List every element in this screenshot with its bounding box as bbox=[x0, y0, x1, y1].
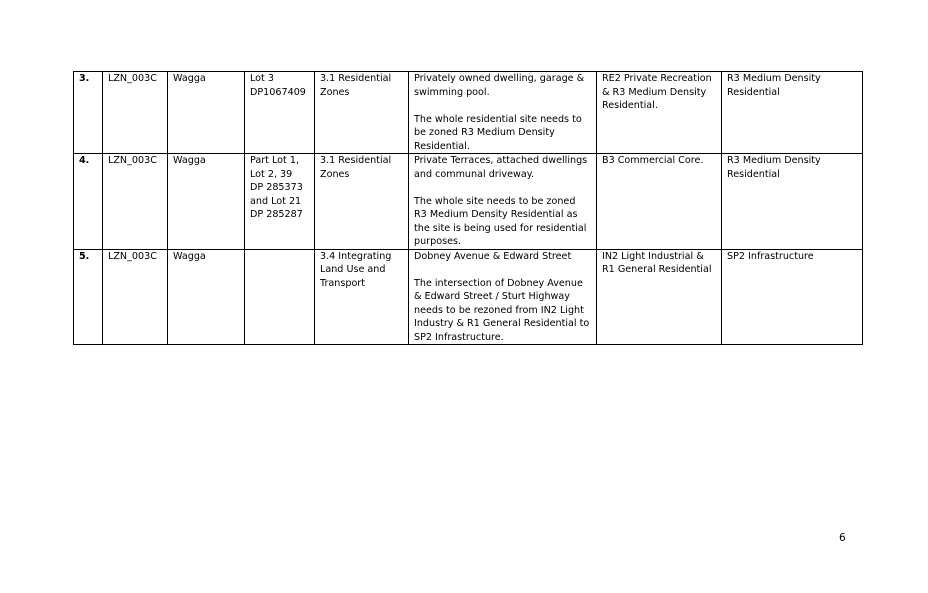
current-zone-cell: IN2 Light Industrial & R1 General Reside… bbox=[596, 248, 722, 345]
current-zone-cell: RE2 Private Recreation & R3 Medium Densi… bbox=[596, 71, 722, 154]
lot-line: Lot 2, 39 bbox=[250, 168, 293, 180]
proposed-zone-cell: SP2 Infrastructure bbox=[721, 248, 863, 345]
description-cell: Private Terraces, attached dwellings and… bbox=[408, 153, 597, 250]
lot-line: Part Lot 1, bbox=[250, 155, 299, 166]
description-paragraph: Privately owned dwelling, garage & swimm… bbox=[414, 73, 585, 98]
description-paragraph: The intersection of Dobney Avenue & Edwa… bbox=[414, 277, 590, 343]
description-paragraph: The whole site needs to be zoned R3 Medi… bbox=[414, 195, 587, 248]
reference-cell: LZN_003C bbox=[102, 153, 168, 250]
lot-line: DP 285287 bbox=[250, 209, 303, 220]
row-number: 3. bbox=[73, 71, 103, 154]
category-cell: 3.1 Residential Zones bbox=[314, 153, 409, 250]
lot-line: DP1067409 bbox=[250, 86, 306, 98]
description-paragraph: Private Terraces, attached dwellings and… bbox=[414, 155, 588, 180]
page-number: 6 bbox=[839, 532, 846, 544]
table-row: 3. LZN_003C Wagga Lot 3 DP1067409 3.1 Re… bbox=[73, 71, 863, 154]
lot-line: and Lot 21 bbox=[250, 195, 302, 207]
location-cell: Wagga bbox=[167, 71, 245, 154]
reference-cell: LZN_003C bbox=[102, 248, 168, 345]
category-cell: 3.1 Residential Zones bbox=[314, 71, 409, 154]
table-row: 4. LZN_003C Wagga Part Lot 1, Lot 2, 39 … bbox=[73, 153, 863, 250]
location-cell: Wagga bbox=[167, 153, 245, 250]
row-number: 5. bbox=[73, 248, 103, 345]
proposed-zone-cell: R3 Medium Density Residential bbox=[721, 71, 863, 154]
current-zone-cell: B3 Commercial Core. bbox=[596, 153, 722, 250]
row-number: 4. bbox=[73, 153, 103, 250]
reference-cell: LZN_003C bbox=[102, 71, 168, 154]
proposed-zone-cell: R3 Medium Density Residential bbox=[721, 153, 863, 250]
rezoning-table: 3. LZN_003C Wagga Lot 3 DP1067409 3.1 Re… bbox=[73, 71, 863, 345]
lot-cell bbox=[244, 248, 315, 345]
description-paragraph: Dobney Avenue & Edward Street bbox=[414, 250, 572, 262]
lot-cell: Lot 3 DP1067409 bbox=[244, 71, 315, 154]
lot-cell: Part Lot 1, Lot 2, 39 DP 285373 and Lot … bbox=[244, 153, 315, 250]
location-cell: Wagga bbox=[167, 248, 245, 345]
description-paragraph: The whole residential site needs to be z… bbox=[414, 113, 582, 152]
lot-line: Lot 3 bbox=[250, 73, 274, 84]
description-cell: Dobney Avenue & Edward Street The inters… bbox=[408, 248, 597, 345]
lot-line: DP 285373 bbox=[250, 182, 303, 193]
category-cell: 3.4 Integrating Land Use and Transport bbox=[314, 248, 409, 345]
table-row: 5. LZN_003C Wagga 3.4 Integrating Land U… bbox=[73, 248, 863, 345]
description-cell: Privately owned dwelling, garage & swimm… bbox=[408, 71, 597, 154]
